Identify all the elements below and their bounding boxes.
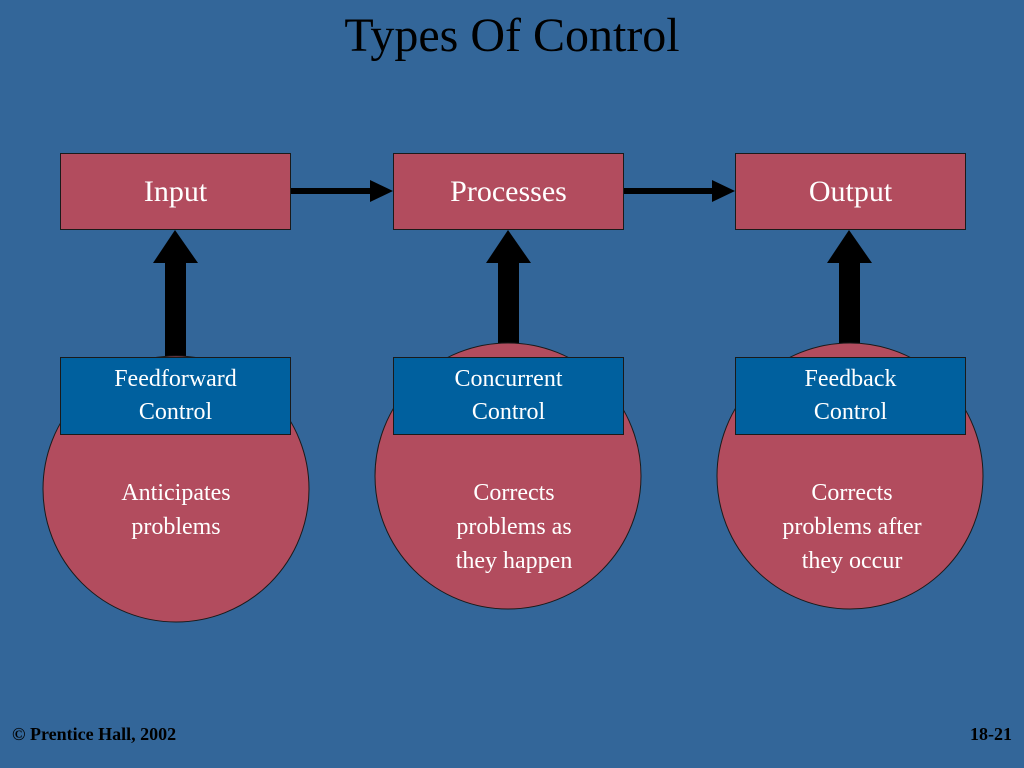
arrow-feedforward-to-input <box>153 230 198 358</box>
slide-number: 18-21 <box>970 724 1012 744</box>
copyright-notice: © Prentice Hall, 2002 <box>12 724 177 744</box>
arrow-input-to-processes <box>291 180 393 202</box>
control-concurrent: Concurrent Control <box>393 357 624 435</box>
arrow-concurrent-to-processes <box>486 230 531 358</box>
feedforward-description: Anticipates problems <box>121 480 231 540</box>
stage-output: Output <box>735 153 966 230</box>
concurrent-description: Corrects problems as they happen <box>455 480 573 574</box>
arrow-feedback-to-output <box>827 230 872 358</box>
stage-input: Input <box>60 153 291 230</box>
stage-output-label: Output <box>808 174 893 208</box>
control-feedback: Feedback Control <box>735 357 966 435</box>
stage-processes-label: Processes <box>450 174 567 208</box>
stage-input-label: Input <box>143 174 208 208</box>
feedback-description: Corrects problems after they occur <box>782 480 922 574</box>
control-feedback-label: Feedback Control <box>804 366 897 425</box>
control-concurrent-label: Concurrent Control <box>454 366 563 425</box>
stage-processes: Processes <box>393 153 624 230</box>
slide-title: Types Of Control <box>344 9 680 62</box>
control-feedforward: Feedforward Control <box>60 357 291 435</box>
arrow-processes-to-output <box>624 180 735 202</box>
control-feedforward-label: Feedforward Control <box>114 366 237 425</box>
